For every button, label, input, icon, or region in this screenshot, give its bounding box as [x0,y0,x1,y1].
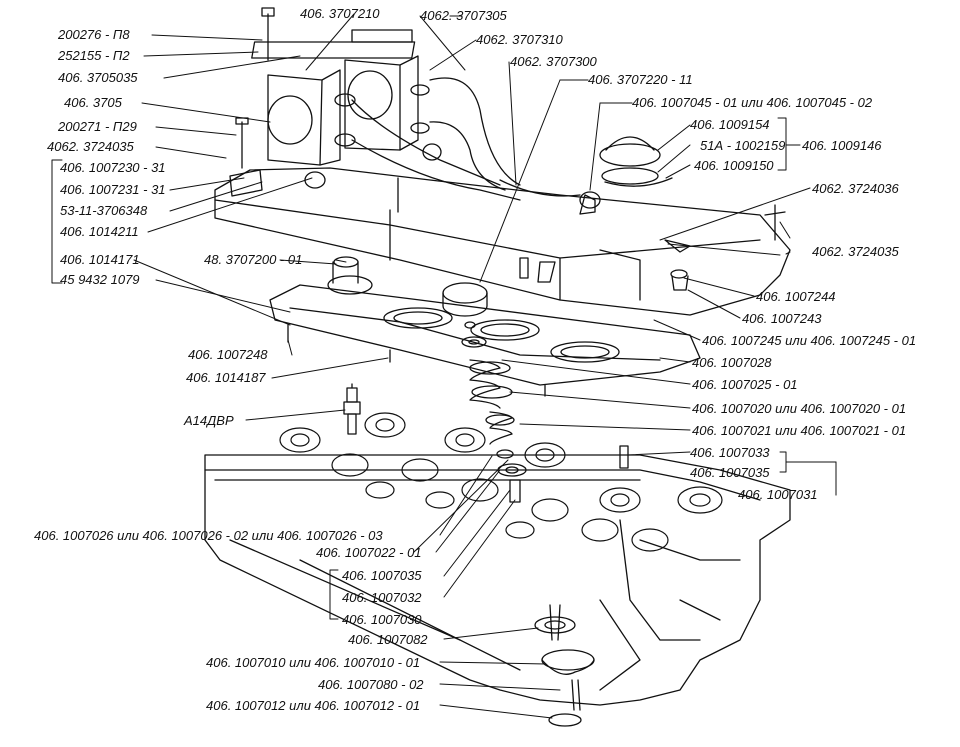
label-48-3707200-01: 48. 3707200 - 01 [204,252,303,267]
cover-gasket [269,256,701,397]
label-252155-p2: 252155 - П2 [58,48,130,63]
label-4062-3724036: 4062. 3724036 [812,181,899,196]
label-406-1007035-right: 406. 1007035 [690,465,770,480]
label-406-3705: 406. 3705 [64,95,122,110]
label-45-9432-1079: 45 9432 1079 [60,272,140,287]
label-406-1014171: 406. 1014171 [60,252,140,267]
label-406-1007028: 406. 1007028 [692,355,772,370]
valve-parts [442,282,595,727]
label-4062-3707305: 4062. 3707305 [420,8,507,23]
label-53-11-3706348: 53-11-3706348 [60,203,148,218]
label-4062-3707300: 4062. 3707300 [510,54,597,69]
label-406-1007045: 406. 1007045 - 01 или 406. 1007045 - 02 [632,95,873,110]
label-4062-3724035-right: 4062. 3724035 [812,244,899,259]
label-406-1007080-02: 406. 1007080 - 02 [318,677,424,692]
label-406-1007035-bottom: 406. 1007035 [342,568,422,583]
label-51a-1002159: 51А - 1002159 [700,138,786,153]
label-4062-3707310: 4062. 3707310 [476,32,563,47]
label-a14dvr: А14ДВР [184,413,234,428]
label-406-1007026: 406. 1007026 или 406. 1007026 - 02 или 4… [34,528,383,543]
label-406-1007032: 406. 1007032 [342,590,422,605]
label-406-1007231-31: 406. 1007231 - 31 [60,182,166,197]
label-406-1009154: 406. 1009154 [690,117,770,132]
label-406-1007243: 406. 1007243 [742,311,822,326]
valve-cover [214,136,791,316]
label-200271-p29: 200271 - П29 [58,119,137,134]
label-406-1007020: 406. 1007020 или 406. 1007020 - 01 [692,401,907,416]
ignition-coils [229,7,601,213]
leader-lines [51,13,837,719]
label-406-3705035: 406. 3705035 [58,70,138,85]
label-406-1007230-31: 406. 1007230 - 31 [60,160,166,175]
label-406-1014187: 406. 1014187 [186,370,266,385]
label-406-1007082: 406. 1007082 [348,632,428,647]
label-200276-p8: 200276 - П8 [58,27,130,42]
label-406-1007025-01: 406. 1007025 - 01 [692,377,798,392]
label-406-1007021: 406. 1007021 или 406. 1007021 - 01 [692,423,907,438]
label-406-3707210: 406. 3707210 [300,6,380,21]
label-406-1007031: 406. 1007031 [738,487,818,502]
label-406-1007030: 406. 1007030 [342,612,422,627]
label-406-1009150: 406. 1009150 [694,158,774,173]
spark-plug [343,383,361,435]
label-406-1007033: 406. 1007033 [690,445,770,460]
label-406-1007022-01: 406. 1007022 - 01 [316,545,422,560]
label-406-1014211: 406. 1014211 [60,224,139,239]
label-4062-3724035-left: 4062. 3724035 [47,139,134,154]
label-406-1007248: 406. 1007248 [188,347,268,362]
label-406-1007245: 406. 1007245 или 406. 1007245 - 01 [702,333,917,348]
label-406-1009146: 406. 1009146 [802,138,882,153]
label-406-1007012: 406. 1007012 или 406. 1007012 - 01 [206,698,421,713]
label-406-1007010: 406. 1007010 или 406. 1007010 - 01 [206,655,421,670]
label-406-3707220-11: 406. 3707220 - 11 [588,72,693,87]
cylinder-head [204,383,791,706]
label-406-1007244: 406. 1007244 [756,289,836,304]
